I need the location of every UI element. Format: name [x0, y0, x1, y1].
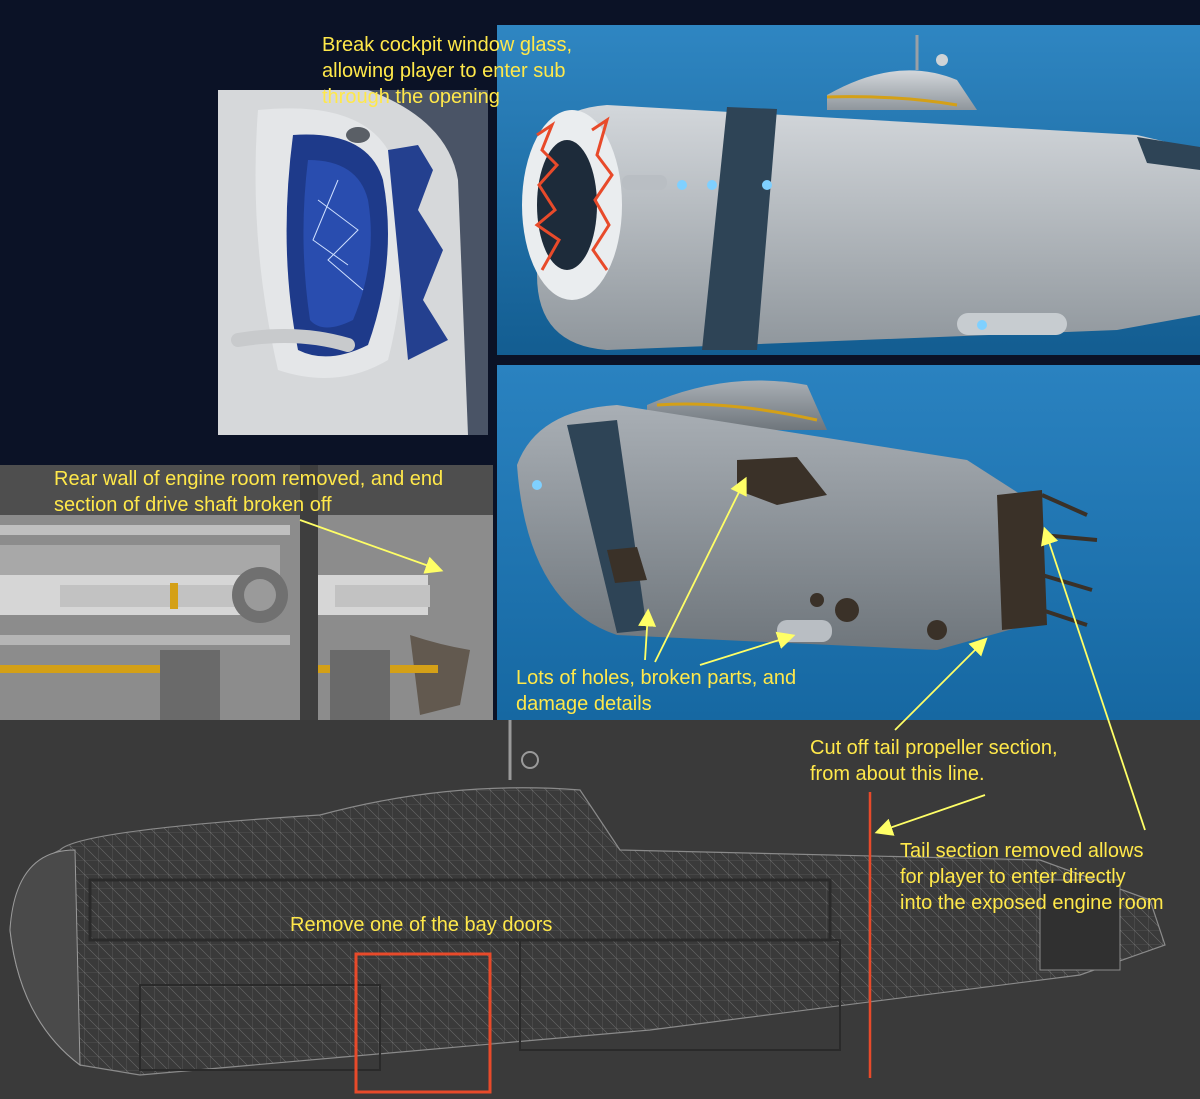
- tail-cut-annotation: Cut off tail propeller section, from abo…: [810, 737, 1058, 785]
- engine-room-panel: [0, 465, 493, 748]
- tail-removed-annotation: Tail section removed allows for player t…: [900, 840, 1164, 914]
- wireframe-render: [0, 720, 1200, 1099]
- wireframe-panel: [0, 720, 1200, 1099]
- cockpit-closeup-render: [218, 90, 488, 435]
- intact-sub-panel: [497, 25, 1200, 355]
- cockpit-annotation: Break cockpit window glass, allowing pla…: [322, 34, 573, 108]
- cockpit-closeup-panel: [218, 90, 488, 435]
- engine-room-annotation: Rear wall of engine room removed, and en…: [54, 468, 444, 516]
- intact-sub-render: [497, 25, 1200, 355]
- holes-annotation: Lots of holes, broken parts, and damage …: [516, 667, 797, 715]
- damaged-sub-render: [497, 365, 1200, 720]
- bay-doors-annotation: Remove one of the bay doors: [290, 914, 553, 936]
- engine-room-render: [0, 465, 493, 748]
